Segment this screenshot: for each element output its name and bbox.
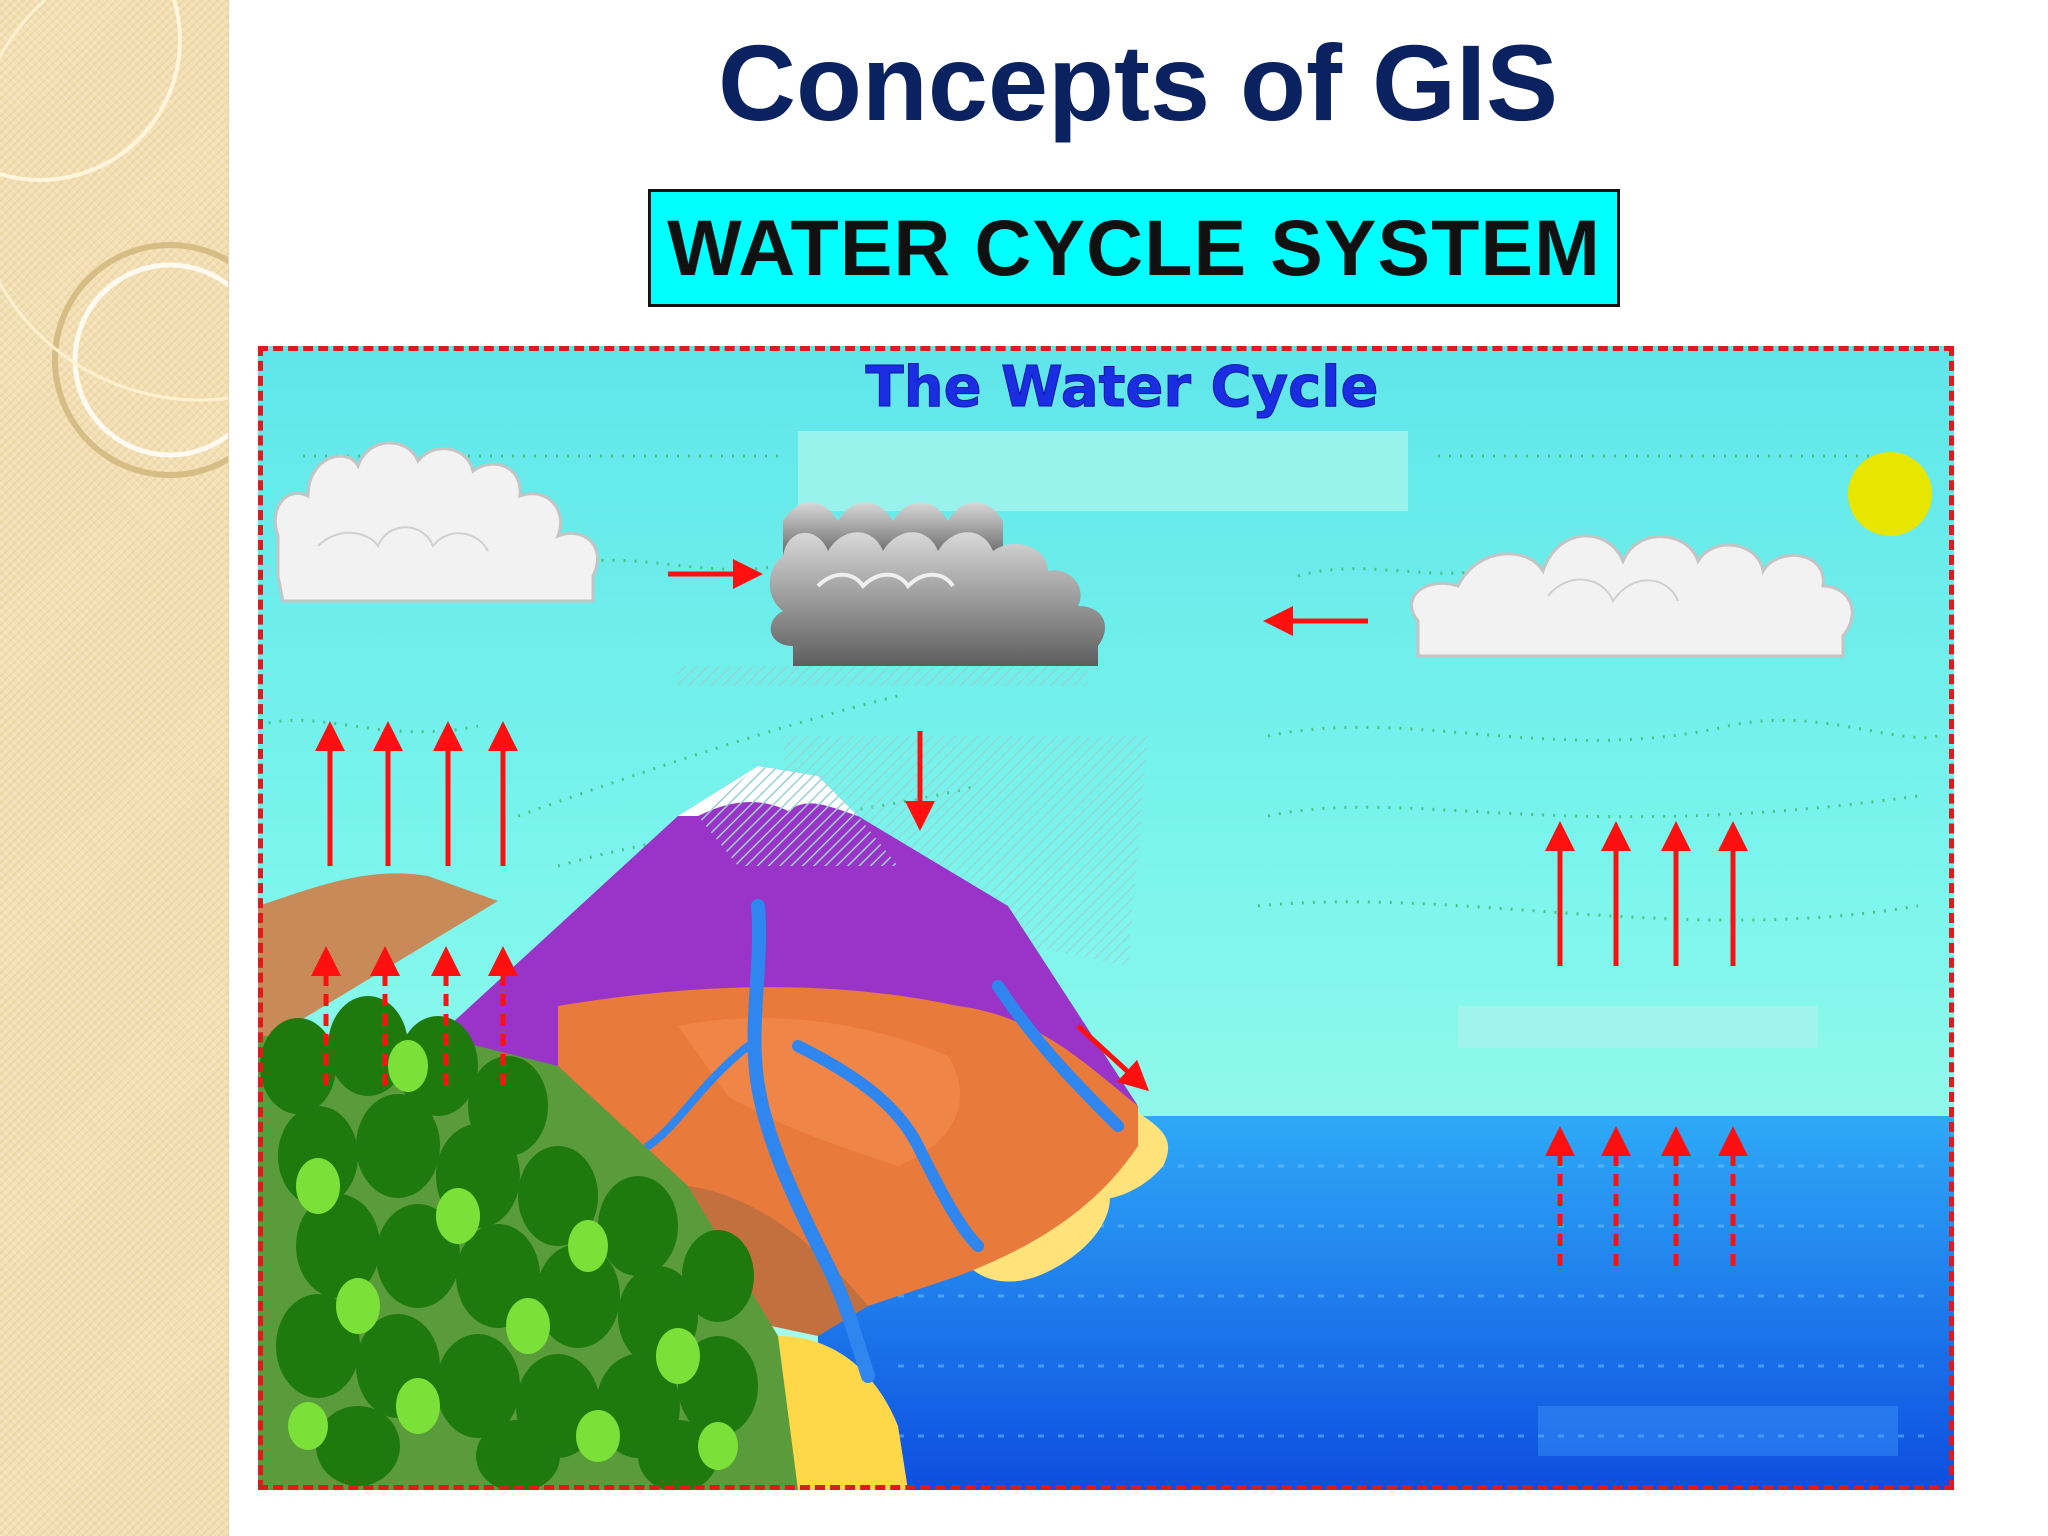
- decorative-side-band: [0, 0, 229, 1536]
- arrow-icon: [668, 559, 1368, 636]
- arrow-icon: [311, 946, 518, 1086]
- ring-ornament-icon: [0, 0, 228, 478]
- river-icon: [747, 899, 875, 1383]
- system-label-box: WATER CYCLE SYSTEM: [648, 189, 1620, 307]
- beach: [778, 1336, 908, 1490]
- arrow-icon: [1545, 821, 1748, 966]
- cloud-icon: [273, 441, 600, 603]
- arrow-icon: [315, 721, 518, 866]
- diagram-heading: The Water Cycle: [866, 355, 1379, 420]
- slide-title: Concepts of GIS: [717, 22, 1559, 143]
- arrow-icon: [1545, 1126, 1748, 1266]
- system-label: WATER CYCLE SYSTEM: [667, 203, 1601, 292]
- forest-icon: [258, 996, 798, 1490]
- sun-icon: [1848, 452, 1932, 536]
- water-cycle-diagram: The Water Cycle: [258, 346, 1954, 1490]
- arrow-icon: [1076, 1024, 1150, 1092]
- rain-cloud-icon: [678, 502, 1106, 686]
- cloud-icon: [1410, 534, 1854, 658]
